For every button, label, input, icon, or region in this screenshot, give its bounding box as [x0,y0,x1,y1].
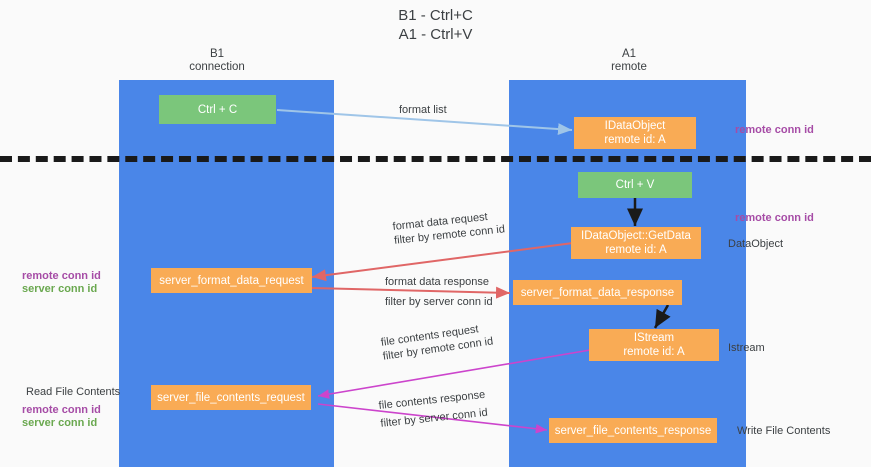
filter-prefix: filter by [382,345,422,363]
edge-label-format-data-response: format data response filter by server co… [385,275,493,309]
column-header-a1: A1 remote [549,48,709,74]
edge-label-format-data-response-text: format data response [385,276,489,288]
filter-prefix: filter by [385,296,424,308]
node-istream-line1: IStream [633,332,675,344]
annotation-right-top-conn: remote conn id [735,124,814,136]
annotation-write-file-contents: Write File Contents [737,425,831,437]
column-header-b1: B1 connection [137,48,297,74]
node-idataobject-line2: remote id: A [604,134,666,146]
column-header-b1-name: B1 [209,48,225,60]
filter-key-server-conn-id: server conn id [418,406,489,426]
node-getdata-line1: IDataObject::GetData [581,230,691,242]
node-ctrl-v[interactable]: Ctrl + V [578,172,692,198]
node-server-format-data-response[interactable]: server_format_data_response [513,280,682,305]
node-getdata[interactable]: IDataObject::GetData remote id: A [571,227,701,259]
node-istream[interactable]: IStream remote id: A [589,329,719,361]
edge-label-file-contents-request: file contents request filter by remote c… [380,321,494,364]
node-idataobject[interactable]: IDataObject remote id: A [574,117,696,149]
node-ctrl-v-label: Ctrl + V [615,179,655,191]
node-server-file-contents-request-label: server_file_contents_request [157,391,305,404]
node-server-format-data-request-label: server_format_data_request [159,274,304,287]
edge-label-file-contents-response: file contents response filter by server … [378,388,488,431]
annotation-left-bottom-server-conn-id: server conn id [22,417,98,429]
annotation-left-mid-server-conn-id: server conn id [22,283,98,295]
node-istream-line2: remote id: A [623,346,685,358]
title-line-2: A1 - Ctrl+V [398,26,473,43]
node-server-format-data-request[interactable]: server_format_data_request [151,268,312,293]
node-server-format-data-response-label: server_format_data_response [520,286,675,299]
edge-label-format-data-request: format data request filter by remote con… [392,208,506,247]
node-server-file-contents-response[interactable]: server_file_contents_response [549,418,717,443]
node-idataobject-line1: IDataObject [604,120,666,132]
node-ctrl-c[interactable]: Ctrl + C [159,95,276,124]
annotation-istream: Istream [728,342,765,354]
column-header-b1-role: connection [189,61,245,73]
annotation-dataobject: DataObject [728,238,784,250]
node-server-file-contents-response-label: server_file_contents_response [554,424,712,437]
annotation-read-file-contents: Read File Contents [26,386,121,398]
annotation-right-mid-conn: remote conn id [735,212,814,224]
node-getdata-line2: remote id: A [605,244,667,256]
column-header-a1-role: remote [611,61,647,73]
title-line-1: B1 - Ctrl+C [398,7,473,24]
edge-label-format-data-response-filter: filter by server conn id [385,295,493,309]
node-server-file-contents-request[interactable]: server_file_contents_request [151,385,311,410]
node-ctrl-c-label: Ctrl + C [197,103,238,116]
filter-key-server-conn-id: server conn id [423,296,493,308]
filter-prefix: filter by [393,230,434,247]
phase-divider [0,156,871,162]
page-title: B1 - Ctrl+C A1 - Ctrl+V [0,6,871,44]
edge-label-format-list: format list [399,104,447,116]
filter-prefix: filter by [379,413,420,430]
column-header-a1-name: A1 [621,48,637,60]
annotation-left-mid-remote-conn-id: remote conn id [22,270,101,282]
annotation-left-bottom-remote-conn-id: remote conn id [22,404,101,416]
